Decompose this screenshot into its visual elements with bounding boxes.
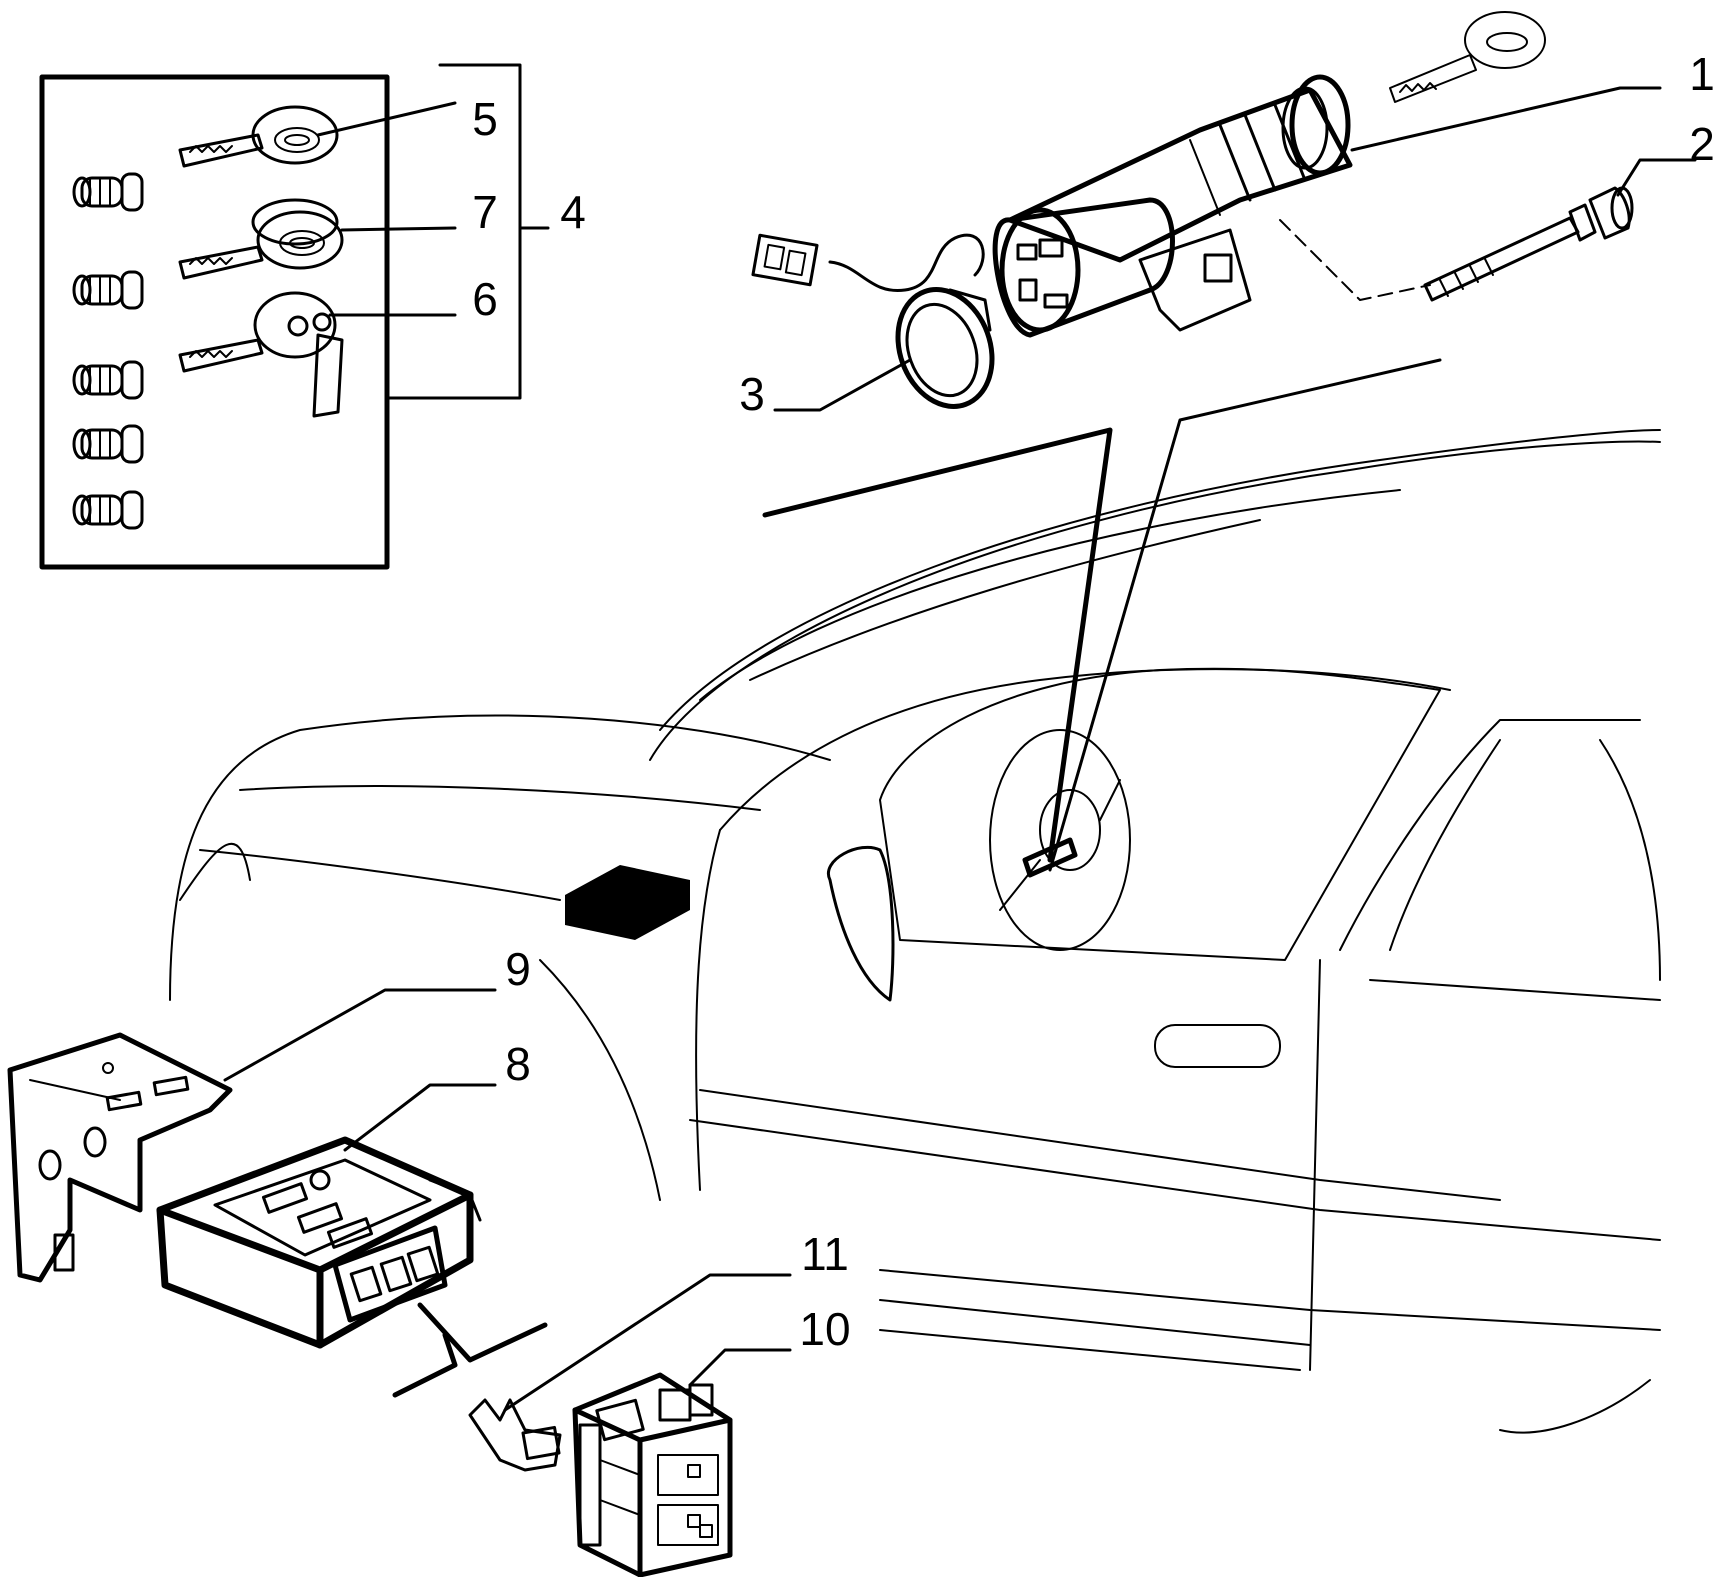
lock-cylinder-icon — [72, 172, 144, 530]
callout-6: 6 — [472, 273, 498, 325]
steering-wheel-icon — [989, 729, 1131, 951]
ignition-lock-cylinder-icon — [992, 11, 1546, 338]
callout-8: 8 — [505, 1038, 531, 1090]
callout-1: 1 — [1689, 48, 1715, 100]
callout-3: 3 — [739, 368, 765, 420]
callout-11: 11 — [801, 1228, 849, 1280]
callout-4: 4 — [560, 186, 586, 238]
bolt-icon — [1423, 186, 1634, 302]
lock-set-bracket-icon — [385, 63, 550, 400]
wire-connector-icon — [751, 233, 819, 287]
antenna-ring-icon — [751, 233, 995, 409]
car-outline — [169, 429, 1661, 1434]
key-with-tag-icon — [178, 291, 344, 418]
control-box-icon — [565, 865, 690, 940]
callout-9: 9 — [505, 943, 531, 995]
callout-10: 10 — [799, 1303, 850, 1355]
key-icon — [178, 105, 339, 168]
terminal-icon — [468, 1398, 562, 1472]
key-set-panel — [39, 74, 390, 570]
key-icon — [1389, 11, 1546, 103]
callout-7: 7 — [472, 186, 498, 238]
control-unit-icon — [156, 1136, 482, 1349]
callout-2: 2 — [1689, 118, 1715, 170]
callout-5: 5 — [472, 93, 498, 145]
connector-block-icon — [572, 1372, 733, 1577]
mounting-bracket-icon — [7, 1032, 233, 1283]
key-icon — [178, 198, 344, 280]
